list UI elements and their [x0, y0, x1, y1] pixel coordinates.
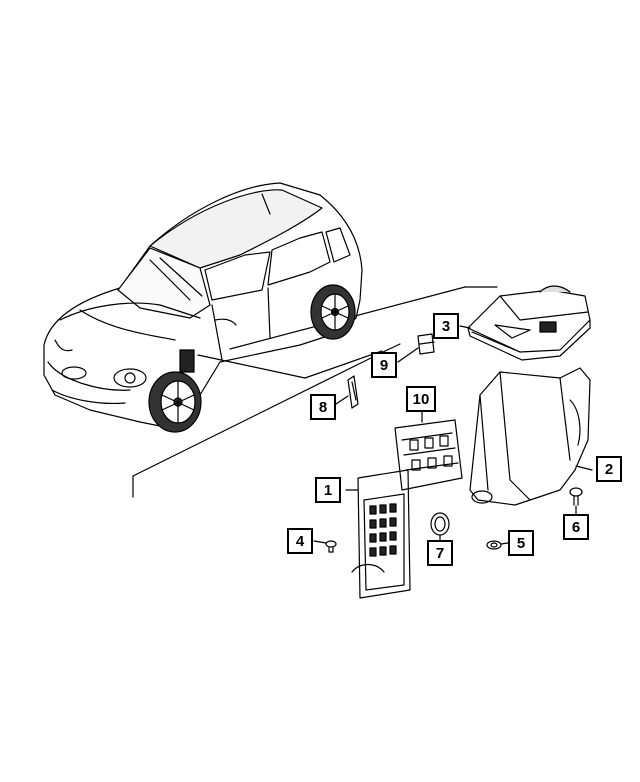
vehicle-quarter-window: [325, 227, 351, 263]
callout-7: 7: [427, 540, 453, 566]
leader-8: [335, 395, 349, 405]
leader-2: [575, 465, 593, 471]
vehicle-illustration: [43, 182, 363, 433]
vehicle-bumper-line: [47, 361, 131, 391]
leader-5: [500, 542, 509, 545]
callout-9: 9: [371, 352, 397, 378]
part-clip: [347, 375, 359, 409]
part-screw: [569, 487, 583, 506]
vehicle-door-seam: [267, 287, 271, 339]
vehicle-mirror: [214, 318, 237, 326]
callout-3: 3: [433, 313, 459, 339]
part-fuse-block: [394, 419, 463, 491]
vehicle-headlight: [113, 368, 147, 388]
vehicle-module-location: [179, 349, 195, 373]
part-fuse-panel: [351, 469, 411, 599]
leader-4: [313, 540, 327, 544]
callout-4: 4: [287, 528, 313, 554]
callout-8: 8: [310, 394, 336, 420]
callout-2: 2: [596, 456, 622, 482]
vehicle-front-wheel: [148, 371, 202, 433]
leader-9: [397, 347, 419, 363]
vehicle-windshield: [117, 247, 211, 319]
vehicle-front-window: [204, 251, 271, 301]
part-nut: [486, 540, 502, 550]
callout-1: 1: [315, 477, 341, 503]
leader-3: [459, 325, 471, 329]
callout-5: 5: [508, 530, 534, 556]
part-cover: [467, 285, 591, 361]
vehicle-roof: [149, 189, 323, 269]
vehicle-rear-window: [267, 231, 331, 286]
callout-10: 10: [406, 386, 436, 412]
part-relay: [417, 333, 435, 355]
callout-6: 6: [563, 514, 589, 540]
vehicle-rear-wheel: [310, 284, 356, 340]
vehicle-hood: [59, 302, 201, 321]
part-grommet: [430, 512, 450, 536]
vehicle-left-lamp: [54, 339, 73, 352]
part-bolt: [325, 540, 337, 553]
vehicle-grille-badge: [61, 366, 87, 380]
part-tray: [469, 367, 591, 506]
roof-antenna: [261, 193, 271, 215]
